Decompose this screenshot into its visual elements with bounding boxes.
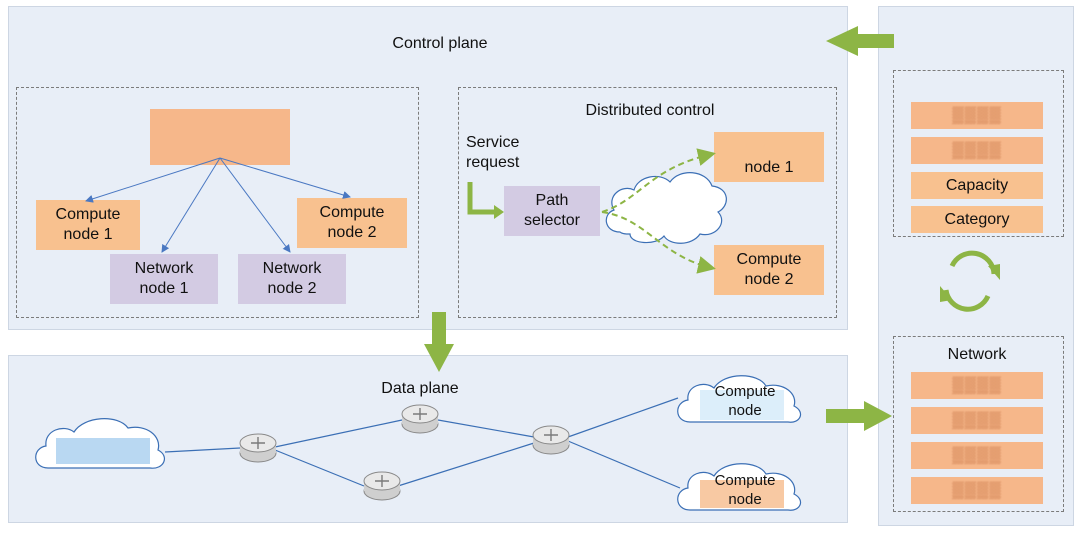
arrow-data-to-side [826,401,892,431]
capacity-item: Capacity [911,172,1043,199]
blurred-text-icon: ▒▒▒▒ [952,446,1002,464]
data-plane-title: Data plane [381,380,459,397]
service-request-label: Service request [466,134,520,171]
service-request-arrow [467,182,494,215]
path-selector: Path selector [504,186,600,236]
arrow-control-to-data [424,312,454,372]
network-node-1: Network node 1 [110,254,218,304]
data-compute-node-bottom: Compute node [714,472,776,508]
blurred-text-icon: ▒▒▒▒ [952,141,1002,159]
network-node-2: Network node 2 [238,254,346,304]
network-info-item-4: ▒▒▒▒ [911,477,1043,504]
router-icon [239,433,277,463]
distributed-compute-node-2: Compute node 2 [714,245,824,295]
compute-node-2: Compute node 2 [297,198,407,248]
compute-node-1: Compute node 1 [36,200,140,250]
blurred-text-icon: ▒▒▒▒ [952,481,1002,499]
network-info-title: Network [947,346,1007,363]
compute-cloud-bottom-icon [677,463,802,511]
data-plane-links [164,397,681,489]
sync-cycle-icon [943,250,997,312]
control-plane-title: Control plane [392,35,488,52]
network-info-item-3: ▒▒▒▒ [911,442,1043,469]
compute-info-item-1: ▒▒▒▒ [911,102,1043,129]
compute-cloud-top-icon [677,375,802,423]
distributed-compute-node-1: node 1 [714,132,824,182]
central-controller [150,109,290,165]
blurred-text-icon: ▒▒▒▒ [952,106,1002,124]
distributed-control-group [458,87,837,318]
distributed-compute-node-1-label: node 1 [744,159,794,176]
distributed-routes [601,148,716,274]
side-panel [878,6,1074,526]
network-info-item-2: ▒▒▒▒ [911,407,1043,434]
network-info-item-1: ▒▒▒▒ [911,372,1043,399]
compute-info-item-2: ▒▒▒▒ [911,137,1043,164]
blurred-text-icon: ▒▒▒▒ [952,376,1002,394]
data-compute-node-top: Compute node [714,383,776,419]
router-icon [363,471,401,501]
centralized-control-group [16,87,419,318]
network-info-group [893,336,1064,512]
blurred-text-icon: ▒▒▒▒ [952,411,1002,429]
router-icon [532,425,570,455]
distributed-control-title: Distributed control [585,102,715,119]
category-item: Category [911,206,1043,233]
source-cloud-icon [35,418,166,469]
arrow-side-to-control [826,26,894,56]
router-icon [401,404,439,434]
compute-info-group [893,70,1064,237]
central-links [85,157,351,253]
distributed-cloud-icon [605,172,727,244]
